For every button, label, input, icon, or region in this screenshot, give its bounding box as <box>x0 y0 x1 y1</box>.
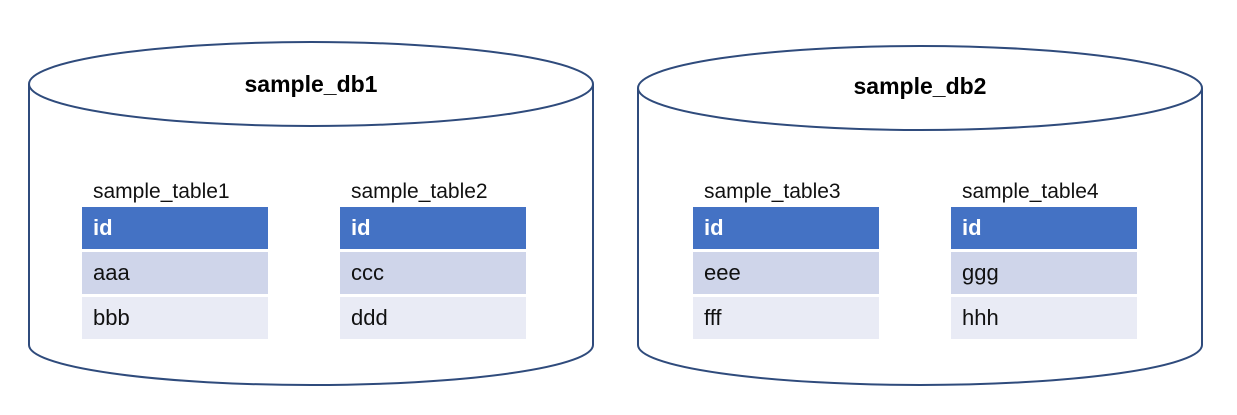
table-row: hhh <box>951 297 1137 339</box>
table-row: ggg <box>951 252 1137 297</box>
table-row: ccc <box>340 252 526 297</box>
db1-cylinder-top <box>28 41 594 127</box>
table-row: aaa <box>82 252 268 297</box>
table-row: ddd <box>340 297 526 339</box>
table-header-id: id <box>951 207 1137 252</box>
table-row: eee <box>693 252 879 297</box>
db1-title: sample_db1 <box>244 71 378 97</box>
table-name: sample_table2 <box>351 180 488 203</box>
table-header-id: id <box>82 207 268 252</box>
table-row: bbb <box>82 297 268 339</box>
table-row: fff <box>693 297 879 339</box>
table-name: sample_table3 <box>704 180 841 203</box>
table-header-id: id <box>693 207 879 252</box>
db2-cylinder-top <box>637 45 1203 131</box>
table-name: sample_table4 <box>962 180 1099 203</box>
table-sample-table1: sample_table1 id aaa bbb <box>82 177 268 339</box>
table-sample-table4: sample_table4 id ggg hhh <box>951 177 1137 339</box>
table-sample-table3: sample_table3 id eee fff <box>693 177 879 339</box>
table-sample-table2: sample_table2 id ccc ddd <box>340 177 526 339</box>
table-header-id: id <box>340 207 526 252</box>
table-name: sample_table1 <box>93 180 230 203</box>
db2-title: sample_db2 <box>853 73 987 99</box>
